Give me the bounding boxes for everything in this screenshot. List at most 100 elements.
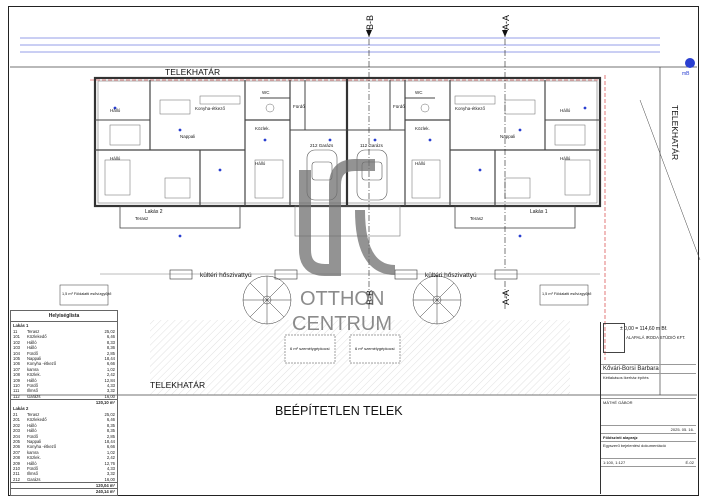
schedule-cell: 3,32: [106, 471, 115, 477]
schedule-cell: 212: [13, 476, 20, 482]
schedule-cell: 3,32: [106, 388, 115, 394]
room-label: Nappali: [500, 134, 515, 139]
room-label: Fürdő: [293, 104, 305, 109]
schedule-cell: kamra: [27, 366, 39, 372]
schedule-cell: Közlekedő: [27, 334, 47, 340]
rainwater-tank-left: [59, 284, 109, 306]
schedule-cell: 108: [13, 372, 20, 378]
parking-right: [349, 334, 401, 364]
tb-phase: Egyszerű bejelentési dokumentáció: [601, 442, 696, 459]
schedule-cell: Közlek.: [27, 455, 41, 461]
room-label: Hálló: [415, 161, 426, 166]
rainwater-right-label: 1,5 m³ Földalatti esővízgyűjtő: [542, 292, 591, 296]
telekhatar-right-label: TELEKHATÁR: [670, 105, 680, 160]
schedule-cell: Konyha -étkező: [27, 444, 57, 450]
schedule-unit1-label: Lakás 1: [13, 323, 29, 328]
tb-sheet-no: É-02: [685, 460, 694, 465]
schedule-cell: Hálló: [27, 339, 37, 345]
garage-right-label: 112 Garázs: [360, 143, 384, 148]
schedule-cell: 202: [13, 422, 20, 428]
schedule-cell: 4,33: [106, 465, 115, 471]
schedule-cell: Terasz: [27, 329, 40, 334]
schedule-cell: Hálló: [27, 460, 37, 466]
schedule-cell: kamra: [27, 449, 39, 455]
schedule-cell: 211: [13, 471, 20, 477]
watermark-logo-icon: [299, 159, 396, 276]
schedule-cell: 25,02: [104, 412, 115, 418]
heat-pump-left-label: kültéri hőszivattyú: [200, 272, 252, 279]
schedule-cell: 2,42: [106, 455, 115, 461]
schedule-row: 108 Közlek. 2,42: [11, 372, 117, 377]
schedule-cell: 104: [13, 350, 20, 356]
schedule-cell: 2,85: [106, 433, 115, 439]
schedule-cell: Közlek.: [27, 372, 41, 378]
schedule-cell: Illmső: [27, 471, 38, 477]
street-edge: [639, 99, 701, 261]
room-label: Fürdő: [393, 104, 405, 109]
schedule-cell: 103: [13, 345, 20, 351]
schedule-cell: Hálló: [27, 422, 37, 428]
tb-client: Kővári-Borsi Barbara: [601, 365, 696, 374]
parking-left: [284, 334, 336, 364]
room-label: Hálló: [255, 161, 266, 166]
schedule-cell: 111: [13, 388, 20, 394]
tb-office: ALAPALÁ IRODA STÚDIÓ KFT.: [626, 335, 686, 341]
schedule-cell: 106: [13, 361, 20, 367]
schedule-cell: 12,76: [104, 460, 115, 466]
schedule-cell: 105: [13, 355, 20, 361]
schedule-cell: 1,02: [106, 366, 115, 372]
schedule-cell: 107: [13, 366, 20, 372]
tb-date: 2025. 05. 16.: [601, 426, 696, 434]
north-marker-icon: [685, 58, 695, 68]
schedule-cell: Nappali: [27, 439, 42, 445]
schedule-grand-total: 240,14 m²: [11, 488, 117, 494]
watermark-text-bottom: CENTRUM: [292, 313, 392, 335]
schedule-cell: Hálló: [27, 345, 37, 351]
schedule-cell: Terasz: [27, 412, 40, 418]
schedule-cell: 110: [13, 382, 20, 388]
room-label: Konyha-étkező: [195, 106, 226, 111]
room-label: Hálló: [110, 156, 121, 161]
room-label: WC: [262, 90, 270, 95]
schedule-cell: 109: [13, 377, 20, 383]
schedule-cell: 6,46: [106, 334, 115, 340]
room-label: Közlek.: [415, 126, 430, 131]
north-label: mB: [682, 71, 690, 77]
schedule-cell: 6,66: [106, 361, 115, 367]
office-logo-icon: [603, 323, 625, 353]
tb-scale: 1:100, 1:127: [603, 460, 626, 465]
schedule-cell: 18,44: [104, 439, 115, 445]
schedule-cell: 1,02: [106, 449, 115, 455]
schedule-cell: 2,42: [106, 372, 115, 378]
garage-left-label: 212 Garázs: [310, 143, 334, 148]
room-labels: Hálló Nappali Konyha-étkező Közlek. Háll…: [110, 90, 571, 166]
schedule-cell: Fürdő: [27, 433, 38, 439]
schedule-cell: 206: [13, 444, 20, 450]
unit-1-label: Lakás 1: [530, 209, 548, 215]
schedule-cell: Garázs: [27, 393, 41, 399]
level-markers: [113, 106, 587, 238]
schedule-cell: 25,02: [104, 329, 115, 334]
schedule-cell: 8,35: [106, 428, 115, 434]
